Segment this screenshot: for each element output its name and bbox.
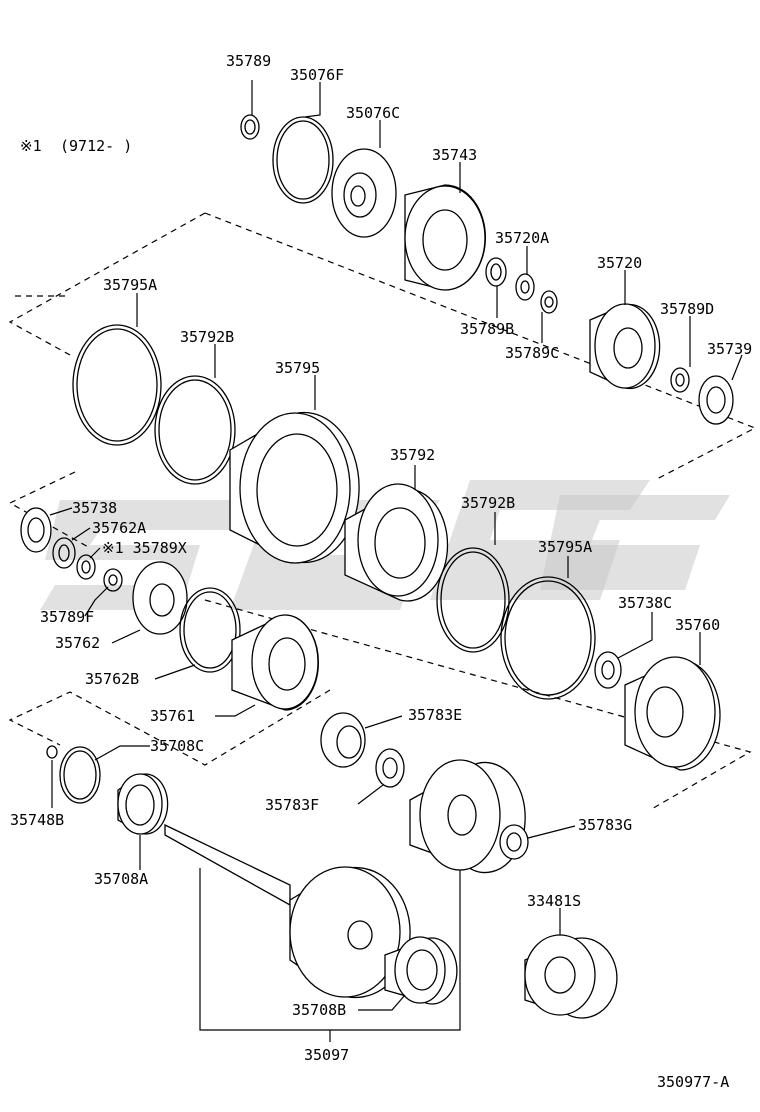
part-35076C-gear (331, 148, 397, 238)
part-label: 35792B (461, 494, 515, 512)
part-label: 35789 (226, 52, 271, 70)
part-35761-drum (231, 614, 320, 711)
part-35076F-snap-ring (272, 116, 334, 204)
part-35795-clutch-drum (229, 411, 360, 564)
part-label: 35762A (92, 519, 146, 537)
part-35748B-ball (46, 745, 58, 759)
part-35762A-bearing (52, 537, 76, 569)
part-label: 35792 (390, 446, 435, 464)
part-35792-clutch-hub (344, 483, 449, 602)
part-label: 35762B (85, 670, 139, 688)
part-35743-drum (404, 184, 487, 291)
part-label: ※1 35789X (102, 539, 187, 557)
group-outlines (8, 212, 757, 811)
part-label: 33481S (527, 892, 581, 910)
part-35738C-plate (594, 651, 622, 689)
part-label: 35789F (40, 608, 94, 626)
part-35789X-washer (76, 554, 96, 580)
leader-lines (49, 80, 743, 1042)
part-35795A-ring-right (500, 576, 596, 700)
diagram-id: 350977-A (657, 1073, 729, 1091)
part-label: 35720A (495, 229, 549, 247)
part-label: 35789D (660, 300, 714, 318)
part-35739-plate (698, 375, 734, 425)
part-label: 35783G (578, 816, 632, 834)
part-labels: 35789 35076F 35076C 35743 35720A 35720 3… (10, 52, 752, 1064)
part-label: 35783E (408, 706, 462, 724)
part-35789F-washer (103, 568, 123, 592)
part-label: 35738 (72, 499, 117, 517)
part-label: 35720 (597, 254, 642, 272)
part-label: 35748B (10, 811, 64, 829)
note-text: ※1 (9712- ) (20, 137, 132, 155)
part-label: 35708C (150, 737, 204, 755)
part-label: 35762 (55, 634, 100, 652)
part-label: 35795A (103, 276, 157, 294)
part-label: 35708B (292, 1001, 346, 1019)
note-mark: ※1 (20, 137, 42, 155)
part-35789D-washer (670, 367, 690, 393)
part-35783G-nut (499, 824, 529, 860)
part-label: 35708A (94, 870, 148, 888)
part-33481S-seal (524, 934, 618, 1019)
part-35760-carrier (624, 656, 721, 771)
part-35789B-washer (485, 257, 507, 287)
part-label: 35761 (150, 707, 195, 725)
part-35762-gear (132, 561, 188, 635)
part-35708C-snap-ring (59, 746, 101, 804)
part-35708B-bearing (384, 936, 458, 1005)
part-35792B-ring-left (154, 375, 236, 485)
part-35795A-ring-left (72, 324, 162, 446)
part-35720A-bearing (515, 273, 535, 301)
part-label: 35795 (275, 359, 320, 377)
part-35783E-bearing (320, 712, 366, 768)
part-35789-washer (240, 114, 260, 140)
part-label: 35789B (460, 320, 514, 338)
part-label: 35795A (538, 538, 592, 556)
part-label: 35743 (432, 146, 477, 164)
part-label: 35076F (290, 66, 344, 84)
part-label: 35739 (707, 340, 752, 358)
part-label: 35076C (346, 104, 400, 122)
part-35708A-bearing (117, 773, 169, 835)
part-35792B-ring-right (436, 547, 510, 653)
part-35097-shaft-gear (164, 759, 526, 999)
part-35738-plate (20, 507, 52, 553)
part-label: 35760 (675, 616, 720, 634)
part-label: 35097 (304, 1046, 349, 1064)
part-35789C-washer (540, 290, 558, 314)
part-label: 35783F (265, 796, 319, 814)
part-35762B-snap-ring (179, 587, 241, 673)
note-range: (9712- ) (60, 137, 132, 155)
part-label: 35789C (505, 344, 559, 362)
part-35783F-bearing (375, 748, 405, 788)
part-label: 35738C (618, 594, 672, 612)
part-label: 35792B (180, 328, 234, 346)
part-35720-carrier (589, 303, 661, 390)
